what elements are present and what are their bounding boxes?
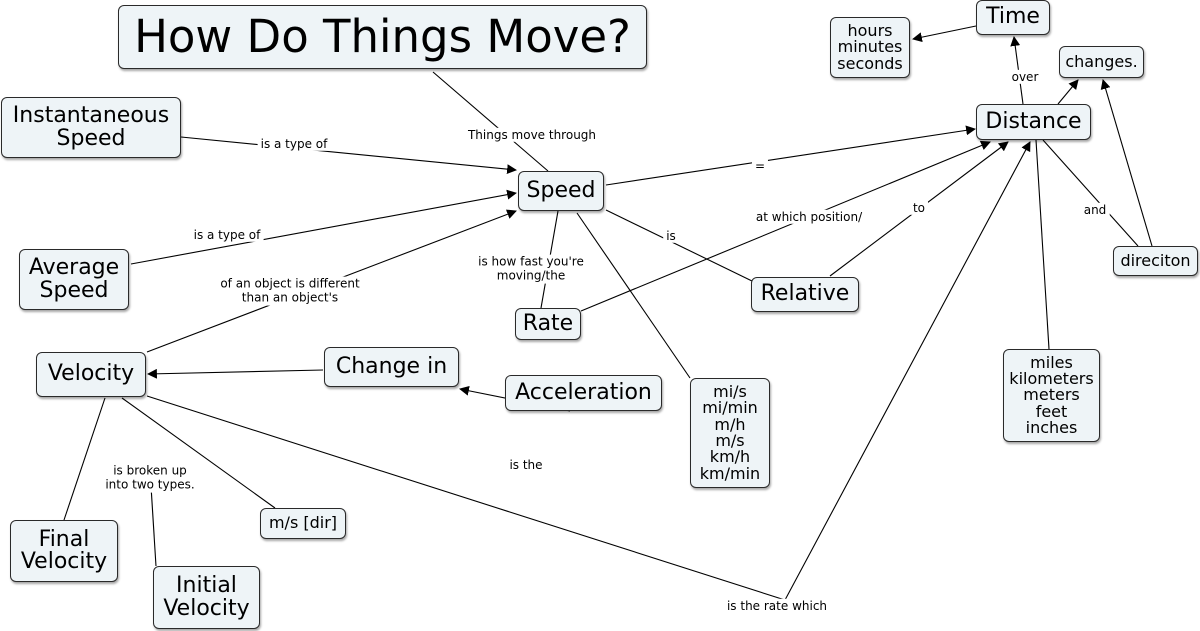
node-change-in[interactable]: Change in (324, 347, 459, 387)
node-speed[interactable]: Speed (518, 171, 604, 211)
link-velocity-final (63, 397, 106, 521)
node-instantaneous-speed[interactable]: Instantaneous Speed (1, 97, 181, 158)
link-label-how-fast: is how fast you're moving/the (475, 254, 587, 284)
link-distance-changes (1057, 79, 1079, 105)
link-speed-distance (605, 125, 976, 186)
link-label-over: over (1008, 69, 1042, 85)
node-rate[interactable]: Rate (515, 308, 581, 340)
link-label-to: to (909, 200, 929, 216)
link-time-units (912, 25, 977, 43)
link-change-velocity (147, 368, 324, 379)
link-velocity-units (121, 397, 276, 509)
link-distance-units (1035, 139, 1050, 350)
node-distance-units[interactable]: miles kilometers meters feet inches (1003, 349, 1100, 442)
link-speed-relative (605, 209, 753, 282)
node-velocity[interactable]: Velocity (36, 352, 146, 397)
node-time[interactable]: Time (976, 0, 1050, 35)
node-direction[interactable]: direciton (1113, 246, 1198, 276)
link-label-average-type: is a type of (190, 227, 264, 243)
node-relative[interactable]: Relative (751, 277, 859, 312)
node-time-units[interactable]: hours minutes seconds (830, 17, 910, 78)
node-final-velocity[interactable]: Final Velocity (10, 520, 118, 582)
link-rate-distance (580, 140, 991, 312)
link-label-is: is (663, 228, 679, 244)
link-distance-direction (1042, 139, 1139, 247)
link-label-things-move-through: Things move through (464, 127, 600, 143)
node-distance[interactable]: Distance (976, 104, 1091, 140)
node-acceleration[interactable]: Acceleration (505, 375, 662, 411)
title-node[interactable]: How Do Things Move? (118, 5, 647, 69)
node-speed-units[interactable]: mi/s mi/min m/h m/s km/h km/min (690, 378, 770, 488)
node-changes[interactable]: changes. (1059, 46, 1144, 78)
node-average-speed[interactable]: Average Speed (19, 249, 129, 310)
node-velocity-units[interactable]: m/s [dir] (260, 508, 346, 539)
link-label-different-than: of an object is different than an object… (217, 276, 363, 306)
link-label-is-the: is the (506, 457, 546, 473)
link-label-equals: = (751, 158, 769, 174)
link-title-speed (432, 71, 549, 172)
link-label-instantaneous-type: is a type of (257, 136, 331, 152)
link-instantaneous-speed (180, 136, 517, 175)
node-initial-velocity[interactable]: Initial Velocity (153, 566, 260, 629)
link-direction-changes (1100, 79, 1153, 247)
link-average-speed (130, 189, 517, 265)
link-label-at-which-position: at which position/ (752, 209, 866, 225)
link-label-and: and (1080, 202, 1110, 218)
link-label-broken-up: is broken up into two types. (102, 463, 198, 493)
link-speed-units (576, 212, 691, 379)
link-label-rate-which: is the rate which (723, 598, 831, 614)
